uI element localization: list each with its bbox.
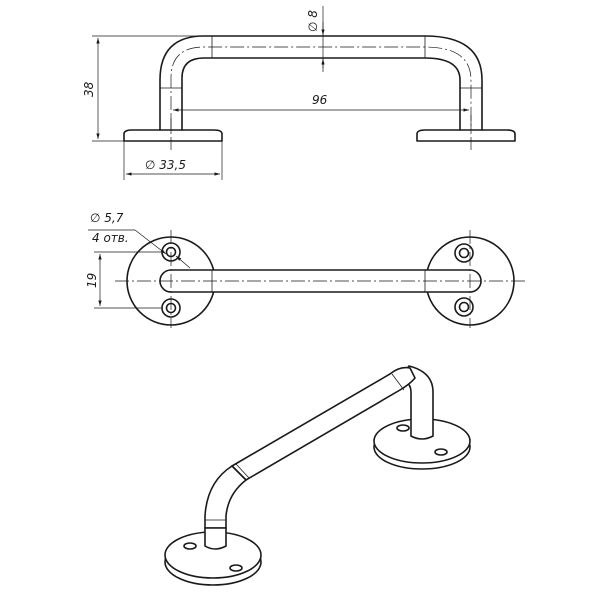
hole-leader-line bbox=[134, 229, 167, 255]
hole-spacing-label: 19 bbox=[85, 273, 99, 288]
left-iso-hole-1 bbox=[183, 542, 197, 550]
hole-diameter-label: ∅ 5,7 bbox=[90, 211, 124, 225]
isometric-view bbox=[164, 365, 471, 586]
iso-bar-seam-left bbox=[235, 463, 250, 479]
left-iso-bend bbox=[204, 464, 248, 529]
span-label: 96 bbox=[312, 93, 328, 107]
tube-diameter-label: ∅ 8 bbox=[306, 10, 320, 32]
hole-leader-arrow-2 bbox=[175, 255, 191, 269]
right-top-hole bbox=[454, 243, 474, 263]
iso-bar-seam-right bbox=[391, 373, 405, 391]
right-iso-hole-2 bbox=[434, 448, 448, 456]
right-iso-hole-1 bbox=[396, 424, 410, 432]
right-iso-leg bbox=[398, 365, 434, 440]
handle-inner-outline bbox=[181, 57, 461, 131]
hole-count-label: 4 отв. bbox=[92, 231, 129, 245]
height-label: 38 bbox=[82, 81, 96, 97]
right-base-plate bbox=[416, 129, 516, 142]
right-bottom-hole bbox=[454, 297, 474, 317]
left-base-plate bbox=[123, 129, 223, 142]
left-iso-leg-foot bbox=[204, 527, 227, 550]
front-view: 38 ∅ 8 96 ∅ 33,5 bbox=[82, 6, 516, 180]
base-diameter-label: ∅ 33,5 bbox=[145, 158, 186, 172]
left-iso-hole-2 bbox=[229, 564, 243, 572]
tube-centerline bbox=[170, 46, 472, 132]
handle-outer-outline bbox=[159, 35, 483, 131]
top-view: 19 ∅ 5,7 4 отв. bbox=[85, 211, 525, 328]
